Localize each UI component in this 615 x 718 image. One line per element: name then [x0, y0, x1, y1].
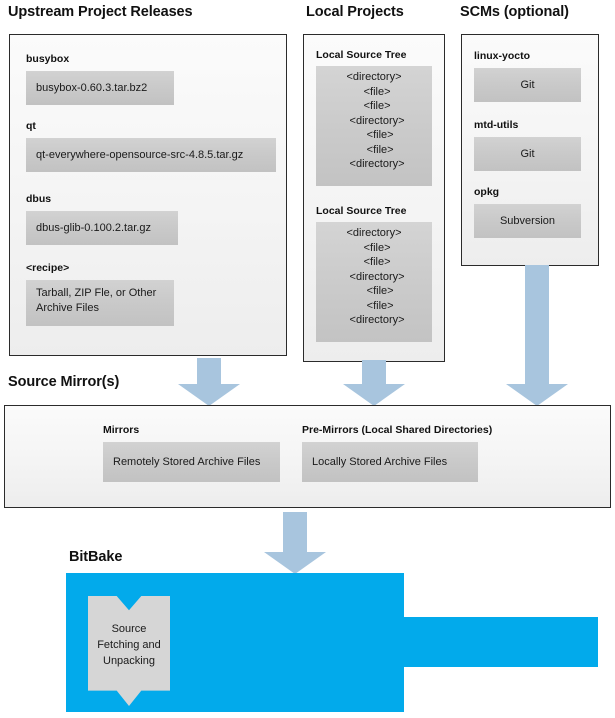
scm-entry-label-mtd-utils: mtd-utils — [474, 119, 519, 131]
tree-line: <file> — [357, 85, 391, 98]
upstream-entry-value-qt: qt-everywhere-opensource-src-4.8.5.tar.g… — [26, 138, 276, 172]
upstream-entry-value-recipe: Tarball, ZIP Fle, or Other Archive Files — [26, 280, 174, 326]
tree-line: <file> — [357, 241, 391, 254]
tree-line: <directory> — [343, 158, 405, 171]
arrow-upstream-to-mirrors — [178, 358, 240, 406]
upstream-entry-value-busybox: busybox-0.60.3.tar.bz2 — [26, 71, 174, 105]
bitbake-pipeline-extension — [404, 617, 598, 667]
local-tree-label-2: Local Source Tree — [316, 205, 407, 217]
tree-line: <directory> — [343, 314, 405, 327]
task-line-2: Fetching and — [97, 638, 161, 651]
local-tree-label-1: Local Source Tree — [316, 49, 407, 61]
tree-line: <file> — [357, 256, 391, 269]
local-source-tree-2: <directory> <file> <file> <directory> <f… — [316, 222, 432, 342]
local-source-tree-1: <directory> <file> <file> <directory> <f… — [316, 66, 432, 186]
tree-line: <directory> — [343, 270, 405, 283]
scm-entry-label-linux-yocto: linux-yocto — [474, 50, 531, 62]
tree-line: <file> — [357, 100, 391, 113]
task-source-fetching-and-unpacking: Source Fetching and Unpacking — [88, 596, 170, 706]
scm-entry-value-mtd-utils: Git — [474, 137, 581, 171]
upstream-entry-label-recipe: <recipe> — [26, 262, 70, 274]
tree-line: <directory> — [343, 114, 405, 127]
heading-source-mirrors: Source Mirror(s) — [8, 374, 120, 390]
mirrors-group-label: Mirrors — [103, 424, 140, 436]
tree-line: <file> — [354, 299, 394, 312]
recipe-value-line-2: Other Archive Files — [36, 287, 157, 314]
upstream-entry-label-dbus: dbus — [26, 193, 52, 205]
arrow-local-projects-to-mirrors — [343, 360, 405, 406]
heading-upstream-project-releases: Upstream Project Releases — [8, 4, 193, 20]
tree-line: <file> — [354, 129, 394, 142]
tree-line: <directory> — [346, 71, 402, 83]
pre-mirrors-group-value: Locally Stored Archive Files — [302, 442, 478, 482]
task-line-3: Unpacking — [103, 654, 155, 667]
heading-bitbake: BitBake — [69, 549, 123, 565]
recipe-value-line-1: Tarball, ZIP Fle, or — [36, 287, 126, 299]
arrow-scms-to-mirrors — [506, 265, 568, 406]
heading-local-projects: Local Projects — [306, 4, 404, 20]
task-line-1: Source — [111, 623, 147, 635]
tree-line: <file> — [354, 143, 394, 156]
tree-line: <directory> — [346, 227, 402, 239]
upstream-entry-label-qt: qt — [26, 120, 36, 132]
pre-mirrors-group-label: Pre-Mirrors (Local Shared Directories) — [302, 424, 493, 436]
arrow-mirrors-to-bitbake — [264, 512, 326, 574]
scm-entry-value-linux-yocto: Git — [474, 68, 581, 102]
mirrors-group-value: Remotely Stored Archive Files — [103, 442, 280, 482]
scm-entry-label-opkg: opkg — [474, 186, 500, 198]
upstream-entry-label-busybox: busybox — [26, 53, 70, 65]
scm-entry-value-opkg: Subversion — [474, 204, 581, 238]
heading-scms: SCMs (optional) — [460, 4, 569, 20]
tree-line: <file> — [354, 285, 394, 298]
upstream-entry-value-dbus: dbus-glib-0.100.2.tar.gz — [26, 211, 178, 245]
